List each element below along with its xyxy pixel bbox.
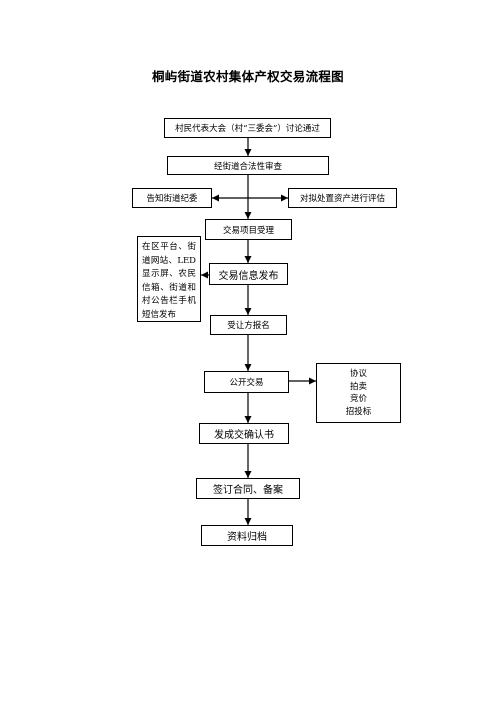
step-archiving: 资料归档 [201,525,293,546]
step-asset-assessment: 对拟处置资产进行评估 [288,188,397,208]
page-title: 桐屿街道农村集体产权交易流程图 [151,69,344,84]
step-info-release: 交易信息发布 [209,263,288,285]
method-bidding: 竞价 [349,394,367,404]
step-assembly-approval: 村民代表大会（村“三委会”）讨论通过 [164,118,331,138]
method-tender: 招投标 [345,406,372,417]
step-project-acceptance: 交易项目受理 [205,219,292,240]
method-auction: 拍卖 [349,381,367,392]
publish-channels-note: 在区平台、街道网站、LED显示屏、农民信箱、街道和村公告栏手机短信发布 [137,236,201,322]
step-legal-review: 经街道合法性审查 [167,156,329,175]
step-public-trading: 公开交易 [204,371,289,393]
step-confirmation: 发成交确认书 [199,423,289,444]
step-buyer-registration: 受让方报名 [210,315,287,335]
step-notify-discipline: 告知街道纪委 [132,188,212,208]
method-agreement: 协议 [349,369,367,379]
step-contract-filing: 签订合同、备案 [196,478,300,499]
trade-methods-box: 协议 拍卖 竞价 招投标 [316,363,401,423]
